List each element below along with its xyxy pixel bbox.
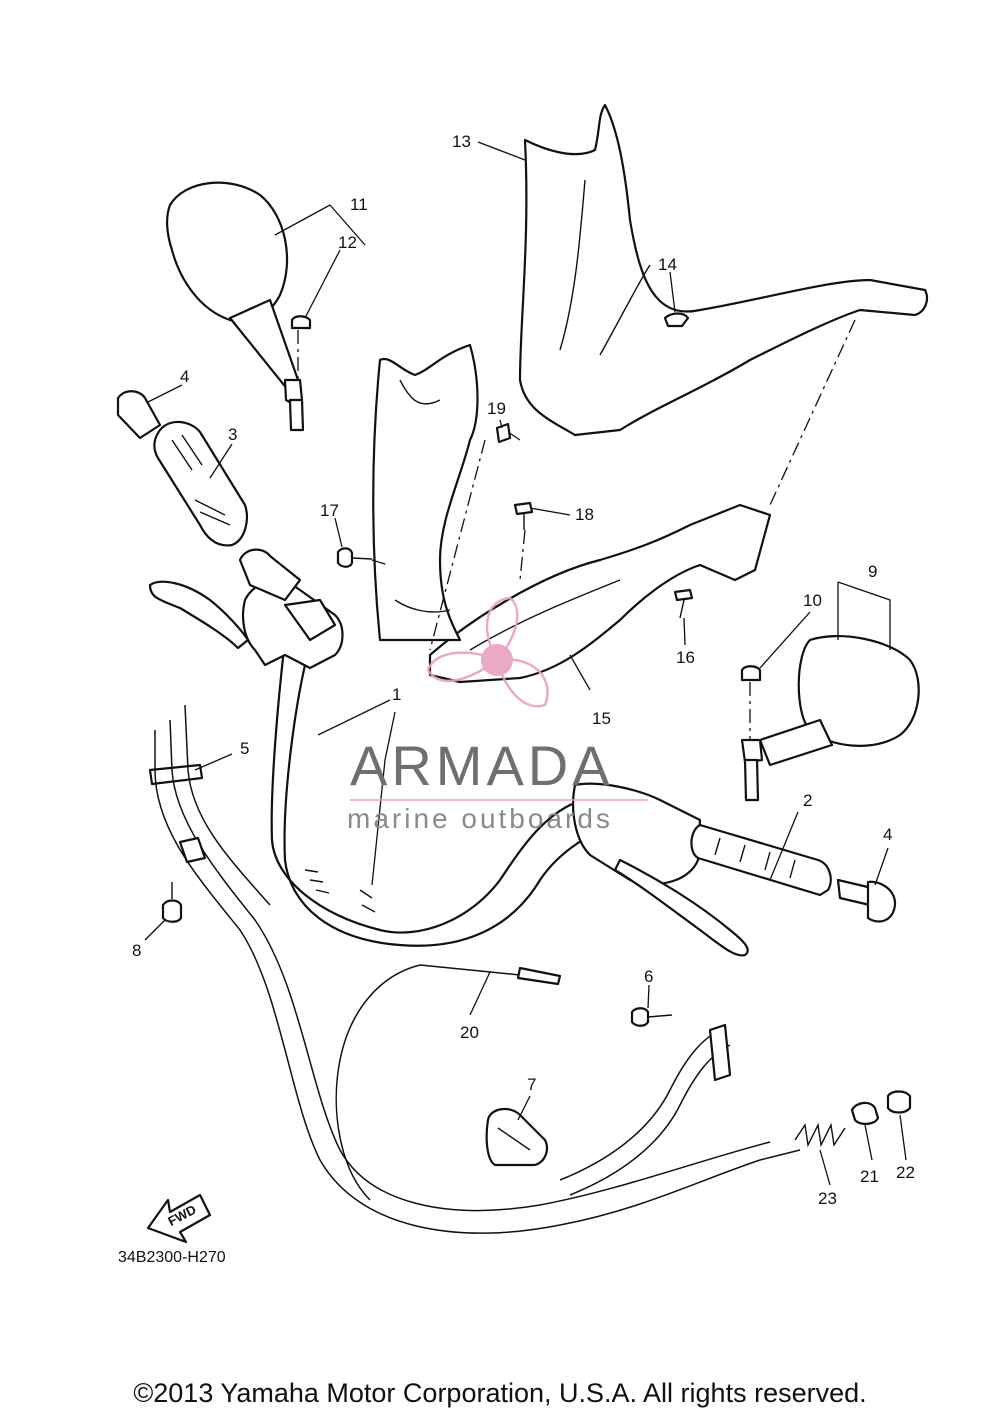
right-grip — [690, 823, 832, 897]
leader-lines — [144, 141, 907, 1186]
handle-cover-front — [518, 103, 929, 437]
left-grip — [153, 420, 249, 547]
callout-22: 22 — [896, 1163, 915, 1182]
fwd-direction-arrow: FWD — [146, 1193, 212, 1244]
left-mirror-cap — [290, 315, 312, 330]
callout-13: 13 — [452, 132, 471, 151]
callout-18: 18 — [575, 505, 594, 524]
callout-15: 15 — [592, 709, 611, 728]
right-switch-housing — [572, 782, 749, 957]
callout-3: 3 — [228, 425, 237, 444]
spring-23 — [794, 1122, 846, 1148]
callout-12: 12 — [338, 233, 357, 252]
callout-9: 9 — [868, 562, 877, 581]
clip-19 — [495, 422, 512, 444]
callout-2: 2 — [803, 791, 812, 810]
watermark-tagline: marine outboards — [347, 803, 613, 834]
cable-clamp-7 — [485, 1107, 549, 1167]
callout-11: 11 — [350, 195, 368, 214]
callout-17: 17 — [320, 501, 339, 520]
callout-19: 19 — [487, 399, 506, 418]
grip-end-right — [836, 878, 897, 923]
callout-23: 23 — [818, 1189, 837, 1208]
callout-7: 7 — [527, 1075, 536, 1094]
bolt-18 — [513, 501, 534, 530]
center-lines — [297, 319, 856, 740]
callout-20: 20 — [460, 1023, 479, 1042]
screw-6 — [630, 1007, 673, 1027]
cable-right-routing — [559, 1023, 732, 1196]
watermark-brand: ARMADA — [350, 734, 614, 797]
callout-21: 21 — [860, 1167, 879, 1186]
screw-17 — [336, 547, 373, 568]
callout-16: 16 — [676, 648, 695, 667]
handle-cover-rear — [428, 503, 772, 684]
left-switch-housing — [148, 548, 344, 670]
watermark-propeller-logo — [426, 596, 549, 708]
callout-1: 1 — [392, 685, 401, 704]
screw-8 — [161, 882, 183, 923]
diagram-code: 34B2300-H270 — [118, 1249, 226, 1266]
callout-14: 14 — [658, 255, 677, 274]
brake-cable-20 — [335, 964, 562, 1201]
callout-5: 5 — [240, 739, 249, 758]
screw-16 — [673, 588, 694, 619]
grip-end-left — [116, 390, 162, 440]
callout-6: 6 — [644, 967, 653, 986]
callout-labels: 1 2 3 4 4 5 6 7 8 9 10 11 12 13 14 15 16… — [132, 132, 915, 1208]
nut-22 — [886, 1090, 912, 1114]
cable-guide-5 — [148, 763, 204, 786]
throttle-cable — [154, 704, 801, 1234]
callout-8: 8 — [132, 941, 141, 960]
adjuster-21 — [850, 1101, 880, 1125]
right-mirror-cap — [740, 665, 762, 682]
right-mirror — [740, 634, 920, 802]
callout-4-right: 4 — [883, 825, 892, 844]
callout-10: 10 — [803, 591, 822, 610]
left-mirror — [166, 181, 305, 432]
inner-cover — [372, 343, 479, 642]
copyright-notice: ©2013 Yamaha Motor Corporation, U.S.A. A… — [133, 1378, 867, 1408]
callout-4-left: 4 — [180, 367, 189, 386]
watermark: ARMADA marine outboards — [347, 596, 648, 834]
